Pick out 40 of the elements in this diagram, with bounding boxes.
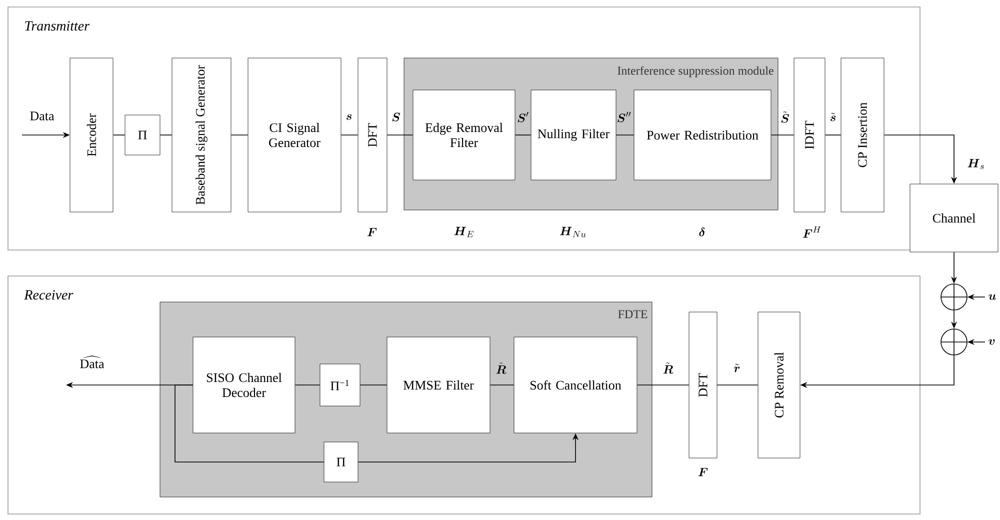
block-box: DFT (358, 58, 388, 212)
block-box: Power Redistribution (634, 90, 772, 180)
edge-label: $\tilde{\boldsymbol{R}}$ (663, 362, 674, 374)
block-box: Baseband signal Generator (172, 58, 232, 212)
block-box: Encoder (70, 58, 114, 212)
block-box: Π$^{−1}$ (320, 364, 360, 406)
block-box: CP Insertion (840, 58, 884, 212)
adder-symbol (940, 328, 968, 356)
edge-label: $\boldsymbol{H}_{s}$ (968, 158, 984, 170)
edge-label: $\widehat{\mathrm{Data}}$ (80, 356, 104, 368)
block-box: Π (324, 442, 358, 482)
block-box: Π (124, 114, 160, 156)
symbol-label: $\boldsymbol{\delta}$ (699, 228, 705, 236)
symbol-label: $\boldsymbol{F}$ (698, 468, 708, 476)
adder-symbol (940, 284, 968, 310)
block-box: Nulling Filter (530, 90, 616, 180)
edge-label: $\boldsymbol{S}''$ (618, 112, 631, 122)
edge-label: $\tilde{\boldsymbol{S}}$ (781, 111, 790, 123)
edge-label: $\tilde{\boldsymbol{s}}$ (830, 112, 836, 122)
block-box: MMSE Filter (386, 336, 490, 434)
block-box: DFT (688, 312, 718, 458)
edge-label: $\tilde{\boldsymbol{r}}$ (734, 364, 740, 372)
symbol-label: $\boldsymbol{F}$ (367, 228, 377, 236)
edge-label: $\hat{\boldsymbol{R}}$ (496, 362, 506, 374)
symbol-label: $\boldsymbol{H}_{E}$ (454, 226, 474, 238)
edge-label: Data (30, 112, 54, 120)
symbol-label: $\boldsymbol{H}_{Nu}$ (560, 226, 586, 238)
edge-label: $\boldsymbol{S}'$ (518, 112, 528, 122)
block-box: CP Removal (758, 312, 800, 458)
block-box: SISO Channel Decoder (192, 336, 296, 434)
edge-label: $\boldsymbol{S}$ (392, 112, 400, 122)
edge-label: $\boldsymbol{v}$ (988, 339, 995, 345)
block-box: IDFT (794, 58, 826, 212)
symbol-label: $\boldsymbol{F}^{H}$ (803, 226, 821, 238)
edge-label: $\boldsymbol{s}$ (346, 114, 352, 120)
block-box: Soft Cancellation (514, 336, 638, 434)
block-box: Edge Removal Filter (412, 90, 516, 180)
block-box: CI Signal Generator (248, 58, 342, 212)
block-box: Channel (910, 184, 998, 252)
edge-label: $\boldsymbol{u}$ (988, 294, 996, 300)
